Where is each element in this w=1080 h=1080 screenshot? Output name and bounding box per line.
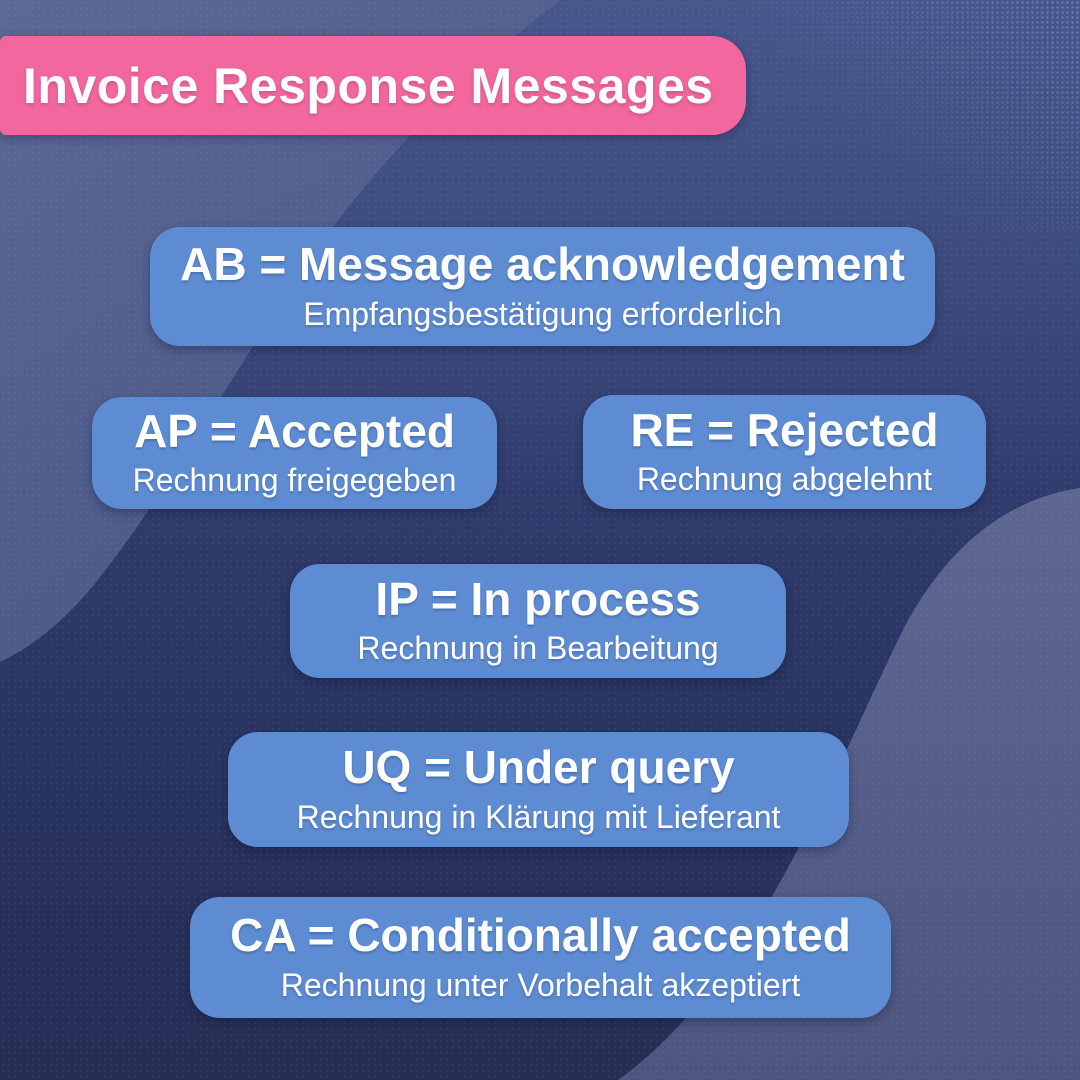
card-title: CA = Conditionally accepted (230, 909, 851, 962)
card-subtitle: Empfangsbestätigung erforderlich (303, 295, 782, 332)
title-banner: Invoice Response Messages (0, 36, 746, 135)
card-subtitle: Rechnung abgelehnt (636, 461, 933, 498)
card-title: AP = Accepted (134, 404, 455, 457)
card-ca-conditionally-accepted: CA = Conditionally accepted Rechnung unt… (190, 897, 891, 1018)
card-subtitle: Rechnung unter Vorbehalt akzeptiert (280, 966, 801, 1003)
card-ap-accepted: AP = Accepted Rechnung freigegeben (92, 397, 497, 509)
card-title: UQ = Under query (342, 741, 735, 794)
background-corner-blob (618, 488, 1080, 1080)
card-title: AB = Message acknowledgement (180, 238, 905, 291)
card-title: IP = In process (375, 572, 701, 625)
card-re-rejected: RE = Rejected Rechnung abgelehnt (583, 395, 986, 509)
card-subtitle: Rechnung in Bearbeitung (357, 630, 719, 667)
card-subtitle: Rechnung freigegeben (132, 462, 457, 499)
card-subtitle: Rechnung in Klärung mit Lieferant (296, 798, 781, 835)
card-title: RE = Rejected (630, 403, 939, 456)
card-uq-under-query: UQ = Under query Rechnung in Klärung mit… (228, 732, 849, 847)
card-ab-message-acknowledgement: AB = Message acknowledgement Empfangsbes… (150, 227, 935, 346)
page-title: Invoice Response Messages (23, 57, 714, 114)
card-ip-in-process: IP = In process Rechnung in Bearbeitung (290, 564, 786, 678)
